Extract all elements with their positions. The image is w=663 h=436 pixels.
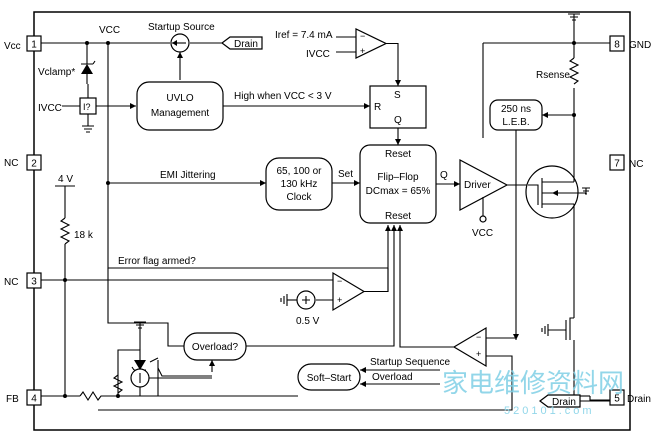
svg-text:Startup Sequence: Startup Sequence xyxy=(370,357,450,368)
svg-text:DCmax = 65%: DCmax = 65% xyxy=(366,186,431,197)
svg-text:+: + xyxy=(360,46,365,56)
startup-source: Startup Source xyxy=(148,22,215,80)
iref-comparator: − + Iref = 7.4 mA IVCC xyxy=(275,28,401,86)
svg-text:Overload: Overload xyxy=(372,372,413,383)
svg-text:Drain: Drain xyxy=(627,394,651,405)
startup-mosfet xyxy=(541,230,610,401)
driver: Driver VCC xyxy=(459,159,528,239)
four-volt-source: 4 V 18 k xyxy=(55,174,94,398)
drain-tag-top: Drain xyxy=(221,36,263,50)
svg-text:5: 5 xyxy=(614,394,620,405)
uvlo-management: UVLO Management High when VCC < 3 V xyxy=(136,81,370,131)
svg-text:Q: Q xyxy=(394,115,402,126)
pin-2-nc: NC 2 xyxy=(4,154,42,171)
pin-7-nc: 7 NC xyxy=(609,154,643,171)
error-flag-label: Error flag armed? xyxy=(118,256,196,267)
svg-text:I?: I? xyxy=(83,102,91,112)
overload-comparator: − + xyxy=(98,225,516,411)
pin-1-vcc: Vcc 1 xyxy=(4,35,42,52)
svg-text:Rsense: Rsense xyxy=(536,70,570,81)
svg-text:3: 3 xyxy=(31,277,37,288)
svg-text:Overload?: Overload? xyxy=(192,342,239,353)
pin-3-nc: NC 3 xyxy=(4,272,42,289)
fb-circuit xyxy=(41,321,298,402)
vcc-rail: VCC xyxy=(41,25,222,45)
svg-text:520101.com: 520101.com xyxy=(504,405,595,417)
svg-text:IVCC: IVCC xyxy=(38,103,62,114)
svg-text:GND: GND xyxy=(629,40,651,51)
svg-text:Soft–Start: Soft–Start xyxy=(307,373,352,384)
svg-text:Drain: Drain xyxy=(552,397,576,408)
svg-text:IVCC: IVCC xyxy=(306,49,330,60)
svg-text:65, 100 or: 65, 100 or xyxy=(276,166,322,177)
svg-text:18 k: 18 k xyxy=(74,230,94,241)
rsense: Rsense xyxy=(536,43,580,150)
svg-text:NC: NC xyxy=(4,158,18,169)
svg-text:4: 4 xyxy=(31,394,37,405)
svg-text:250 ns: 250 ns xyxy=(501,104,531,115)
svg-text:+: + xyxy=(476,349,481,359)
svg-text:VCC: VCC xyxy=(99,25,120,36)
svg-text:UVLO: UVLO xyxy=(166,93,193,104)
svg-text:0.5 V: 0.5 V xyxy=(296,316,320,327)
svg-text:4 V: 4 V xyxy=(58,174,73,185)
chip-outline xyxy=(33,11,631,431)
svg-text:NC: NC xyxy=(4,277,18,288)
soft-start-block: Soft–Start Startup Sequence Overload xyxy=(297,357,450,391)
leb-block: 250 ns L.E.B. xyxy=(489,99,574,340)
svg-text:NC: NC xyxy=(629,159,643,170)
svg-text:Q: Q xyxy=(440,170,448,181)
svg-text:Driver: Driver xyxy=(464,180,491,191)
vclamp-zener: Vclamp* xyxy=(38,43,96,84)
svg-text:家电维修资料网: 家电维修资料网 xyxy=(442,368,624,398)
svg-text:−: − xyxy=(337,276,342,286)
svg-text:−: − xyxy=(476,332,481,342)
svg-text:EMI Jittering: EMI Jittering xyxy=(160,170,216,181)
svg-text:−: − xyxy=(360,31,365,41)
svg-text:R: R xyxy=(374,102,381,113)
svg-text:Vclamp*: Vclamp* xyxy=(38,67,75,78)
pin-4-fb: FB 4 xyxy=(6,389,42,406)
svg-text:Startup Source: Startup Source xyxy=(148,22,215,33)
svg-text:Iref = 7.4 mA: Iref = 7.4 mA xyxy=(275,30,333,41)
clock-block: 65, 100 or 130 kHz Clock Set xyxy=(265,157,360,211)
svg-text:S: S xyxy=(394,90,401,101)
svg-text:Flip–Flop: Flip–Flop xyxy=(377,172,419,183)
svg-text:2: 2 xyxy=(31,159,37,170)
svg-text:Management: Management xyxy=(151,108,210,119)
half-volt-comparator: − + 0.5 V xyxy=(41,225,391,327)
svg-text:Drain: Drain xyxy=(234,39,258,50)
svg-text:Set: Set xyxy=(338,169,353,180)
svg-text:Clock: Clock xyxy=(286,192,312,203)
svg-text:High when VCC < 3 V: High when VCC < 3 V xyxy=(234,91,332,102)
error-flag-line xyxy=(107,43,388,269)
svg-text:1: 1 xyxy=(31,40,37,51)
drain-tag-bottom: Drain xyxy=(539,394,610,408)
sr-latch: S R Q xyxy=(369,85,427,145)
pin-8-gnd: 8 GND xyxy=(609,35,651,52)
svg-text:130 kHz: 130 kHz xyxy=(281,179,318,190)
pin-5-drain: 5 Drain xyxy=(609,389,651,406)
svg-text:VCC: VCC xyxy=(472,228,493,239)
watermark: 家电维修资料网 520101.com xyxy=(442,368,624,417)
svg-text:8: 8 xyxy=(614,40,620,51)
ivcc-current-source: IVCC I? xyxy=(38,84,136,133)
svg-text:Reset: Reset xyxy=(385,149,411,160)
overload-question-block: Overload? xyxy=(107,225,397,372)
svg-text:7: 7 xyxy=(614,159,620,170)
emi-jittering: EMI Jittering xyxy=(108,170,266,186)
main-mosfet xyxy=(525,150,590,230)
svg-text:L.E.B.: L.E.B. xyxy=(502,117,529,128)
svg-text:Vcc: Vcc xyxy=(4,41,21,52)
svg-text:+: + xyxy=(337,295,342,305)
svg-text:FB: FB xyxy=(6,394,19,405)
flip-flop: Reset Flip–Flop DCmax = 65% Reset Q xyxy=(359,144,460,224)
svg-text:Reset: Reset xyxy=(385,211,411,222)
